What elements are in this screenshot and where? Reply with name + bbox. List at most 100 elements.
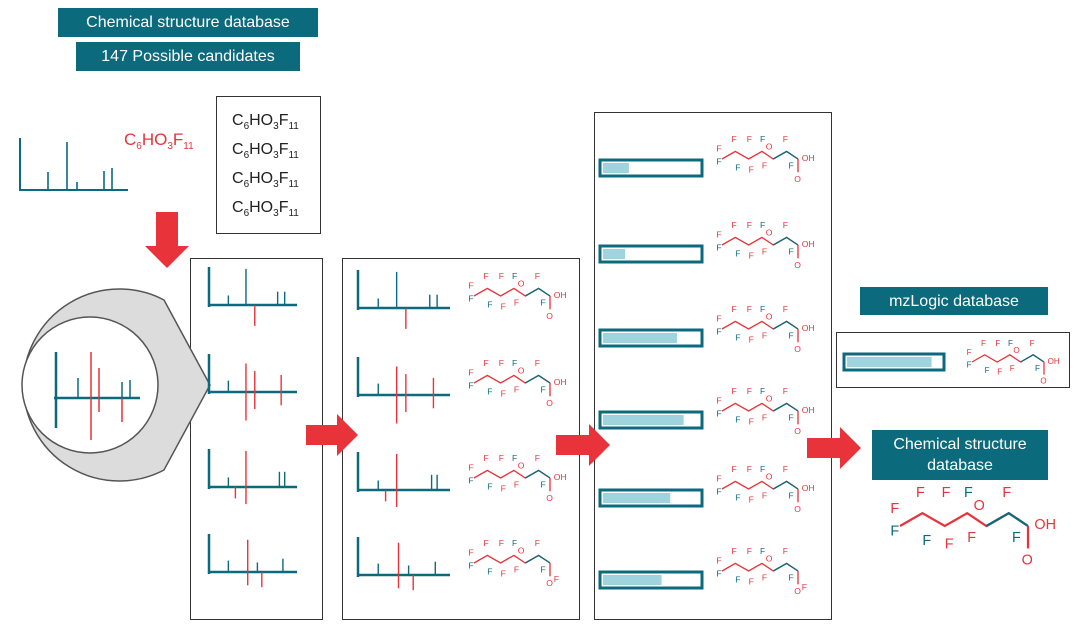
fluorine-atom: F: [967, 348, 972, 357]
fluorine-atom: F: [747, 386, 752, 396]
formula-count: 6: [136, 141, 142, 152]
formula-count: 3: [273, 121, 279, 132]
oxygen-atom: O: [518, 546, 525, 556]
fluorine-atom: F: [512, 538, 517, 548]
score-bar-fill: [603, 493, 671, 503]
formula-count: 11: [288, 179, 299, 190]
oxygen-atom: O: [766, 312, 773, 322]
score-bar: [598, 244, 704, 264]
fluorine-atom: F: [468, 381, 473, 391]
formula-count: 3: [273, 179, 279, 190]
panel2-spectrum: [356, 452, 450, 508]
formula-count: 6: [243, 150, 250, 161]
score-bar: [598, 328, 704, 348]
fluorine-atom: F: [981, 339, 986, 348]
arrow-right-3: [807, 427, 861, 469]
result-banner: Chemical structure database: [872, 430, 1048, 480]
fluorine-atom: F: [487, 566, 492, 576]
mzlogic-score-bar: [842, 352, 946, 372]
fluorine-atom: F: [747, 546, 752, 556]
oxygen-atom: O: [546, 311, 553, 321]
formula-count: 6: [243, 179, 250, 190]
fluorine-atom: F: [499, 538, 504, 548]
fluorine-atom: F: [716, 473, 721, 483]
oxygen-atom: O: [1013, 346, 1019, 355]
formula-element: HO: [249, 141, 274, 158]
fluorine-atom: F: [716, 243, 721, 253]
fluorine-atom: F: [732, 220, 737, 230]
fluorine-atom: F: [499, 453, 504, 463]
fluorine-atom: F: [789, 413, 794, 423]
fluorine-atom: F: [554, 574, 559, 584]
fluorine-atom: F: [468, 367, 473, 377]
molecule-chain: [899, 511, 1029, 528]
fluorine-atom: F: [732, 386, 737, 396]
fluorine-atom: F: [762, 331, 767, 341]
oxygen-atom: O: [794, 426, 801, 436]
panel2-spectrum: [356, 357, 450, 424]
score-bar-fill: [603, 575, 662, 585]
fluorine-atom: F: [499, 358, 504, 368]
fluorine-atom: F: [749, 494, 754, 504]
candidate-formula: C6HO3F11: [232, 198, 299, 219]
formula-element: C: [232, 141, 244, 158]
result-banner-label: Chemical structure database: [893, 436, 1027, 474]
panel1-spectrum: [207, 267, 297, 326]
oxygen-atom: O: [766, 394, 773, 404]
fluorine-atom: F: [747, 220, 752, 230]
arrow-right-1: [306, 414, 358, 456]
fluorine-atom: F: [512, 358, 517, 368]
fluorine-atom: F: [484, 271, 489, 281]
oxygen-atom: O: [518, 279, 525, 289]
fluorine-atom: F: [716, 395, 721, 405]
candidate-formula: C6HO3F11: [232, 111, 299, 132]
oxygen-atom: O: [794, 174, 801, 184]
fluorine-atom: F: [514, 298, 519, 308]
magnifier-callout: [21, 288, 211, 482]
molecule-chain: [721, 150, 799, 160]
score-bar-fill: [603, 249, 626, 259]
database-banner-label: Chemical structure database: [86, 14, 290, 31]
formula-count: 11: [288, 150, 299, 161]
fluorine-atom: F: [916, 485, 925, 501]
fluorine-atom: F: [487, 386, 492, 396]
fluorine-atom: F: [501, 301, 506, 311]
fluorine-atom: F: [942, 485, 951, 501]
hydroxyl-group: OH: [802, 323, 815, 333]
oxygen-atom: O: [794, 344, 801, 354]
candidate-formula: C6HO3F11: [232, 169, 299, 190]
fluorine-atom: F: [783, 220, 788, 230]
fluorine-atom: F: [484, 358, 489, 368]
molecule-chain-teal: [1020, 354, 1045, 363]
hydroxyl-group: OH: [554, 290, 567, 300]
panel1-spectrum: [207, 534, 297, 588]
molecule-chain: [721, 402, 799, 412]
formula-element: F: [278, 141, 289, 158]
oxygen-atom: O: [766, 554, 773, 564]
spectra-panel: [190, 258, 323, 620]
fluorine-atom: F: [1002, 485, 1011, 501]
fluorine-atom: F: [749, 334, 754, 344]
oxygen-atom: O: [794, 260, 801, 270]
fluorine-atom: F: [760, 134, 765, 144]
fluorine-atom: F: [747, 134, 752, 144]
fluorine-atom: F: [789, 331, 794, 341]
query-formula: C6HO3F11: [124, 130, 194, 152]
candidate-formula: C6HO3F11: [232, 140, 299, 161]
formula-element: C: [232, 199, 244, 216]
fluorine-atom: F: [487, 481, 492, 491]
molecule-chain-teal: [524, 374, 551, 384]
score-bar-fill: [603, 333, 677, 343]
oxygen-atom: O: [794, 586, 801, 596]
molecule-chain: [473, 469, 551, 479]
formula-count: 11: [183, 141, 194, 152]
fluorine-atom: F: [967, 360, 972, 369]
fluorine-atom: F: [735, 492, 740, 502]
panel1-spectrum: [207, 449, 297, 505]
